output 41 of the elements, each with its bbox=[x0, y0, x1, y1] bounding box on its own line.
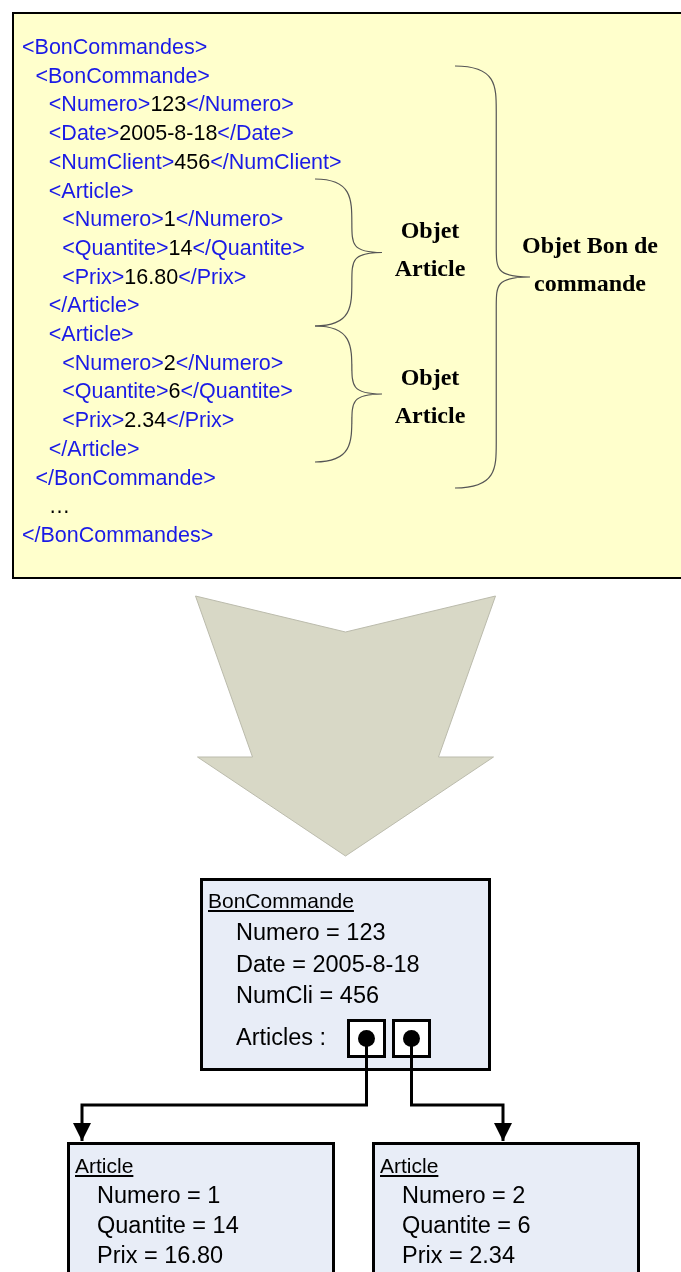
object-box bbox=[200, 878, 491, 1071]
object-box bbox=[67, 1142, 335, 1272]
pointer-slot bbox=[347, 1019, 386, 1058]
attribute-text: Articles : bbox=[236, 1026, 327, 1050]
code-line: <BonCommandes> bbox=[22, 37, 208, 59]
brace-label: Objet Bon de commande bbox=[521, 231, 659, 298]
brace-label: Objet Article bbox=[393, 363, 467, 430]
attribute-text: Numero = 2 bbox=[402, 1184, 526, 1208]
object-title: Article bbox=[380, 1155, 439, 1176]
attribute-text: Numero = 1 bbox=[97, 1184, 221, 1208]
brace-label: Objet Article bbox=[393, 216, 467, 283]
attribute-text: NumCli = 456 bbox=[236, 984, 380, 1008]
attribute-text: Prix = 16.80 bbox=[97, 1244, 224, 1268]
attribute-text: Quantite = 6 bbox=[402, 1214, 531, 1238]
code-line: <Article> bbox=[48, 324, 134, 346]
attribute-text: Prix = 2.34 bbox=[402, 1244, 515, 1268]
object-title: Article bbox=[75, 1155, 134, 1176]
code-line: </BonCommande> bbox=[35, 467, 216, 489]
code-line: <Numero>2</Numero> bbox=[62, 352, 284, 375]
code-line: <Article> bbox=[48, 180, 134, 202]
code-line: <Quantite>14</Quantite> bbox=[62, 237, 305, 260]
code-line: </BonCommandes> bbox=[22, 524, 214, 547]
object-title: BonCommande bbox=[208, 890, 354, 911]
code-line: <Prix>2.34</Prix> bbox=[62, 410, 235, 432]
code-line: <NumClient>456</NumClient> bbox=[48, 151, 342, 174]
code-line: <Prix>16.80</Prix> bbox=[62, 266, 247, 289]
attribute-text: Date = 2005-8-18 bbox=[236, 953, 420, 977]
object-box bbox=[372, 1142, 640, 1272]
code-panel bbox=[12, 12, 681, 579]
pointer-slot bbox=[392, 1019, 431, 1058]
code-line: … bbox=[48, 496, 71, 518]
code-line: <BonCommande> bbox=[35, 65, 210, 88]
code-line: </Article> bbox=[48, 295, 140, 317]
code-line: </Article> bbox=[48, 438, 140, 461]
attribute-text: Quantite = 14 bbox=[97, 1214, 239, 1238]
code-line: <Numero>1</Numero> bbox=[62, 209, 284, 231]
attribute-text: Numero = 123 bbox=[236, 921, 386, 945]
code-line: <Numero>123</Numero> bbox=[48, 94, 294, 116]
code-line: <Quantite>6</Quantite> bbox=[62, 381, 293, 403]
code-line: <Date>2005-8-18</Date> bbox=[48, 123, 294, 145]
block-arrow bbox=[195, 595, 496, 857]
